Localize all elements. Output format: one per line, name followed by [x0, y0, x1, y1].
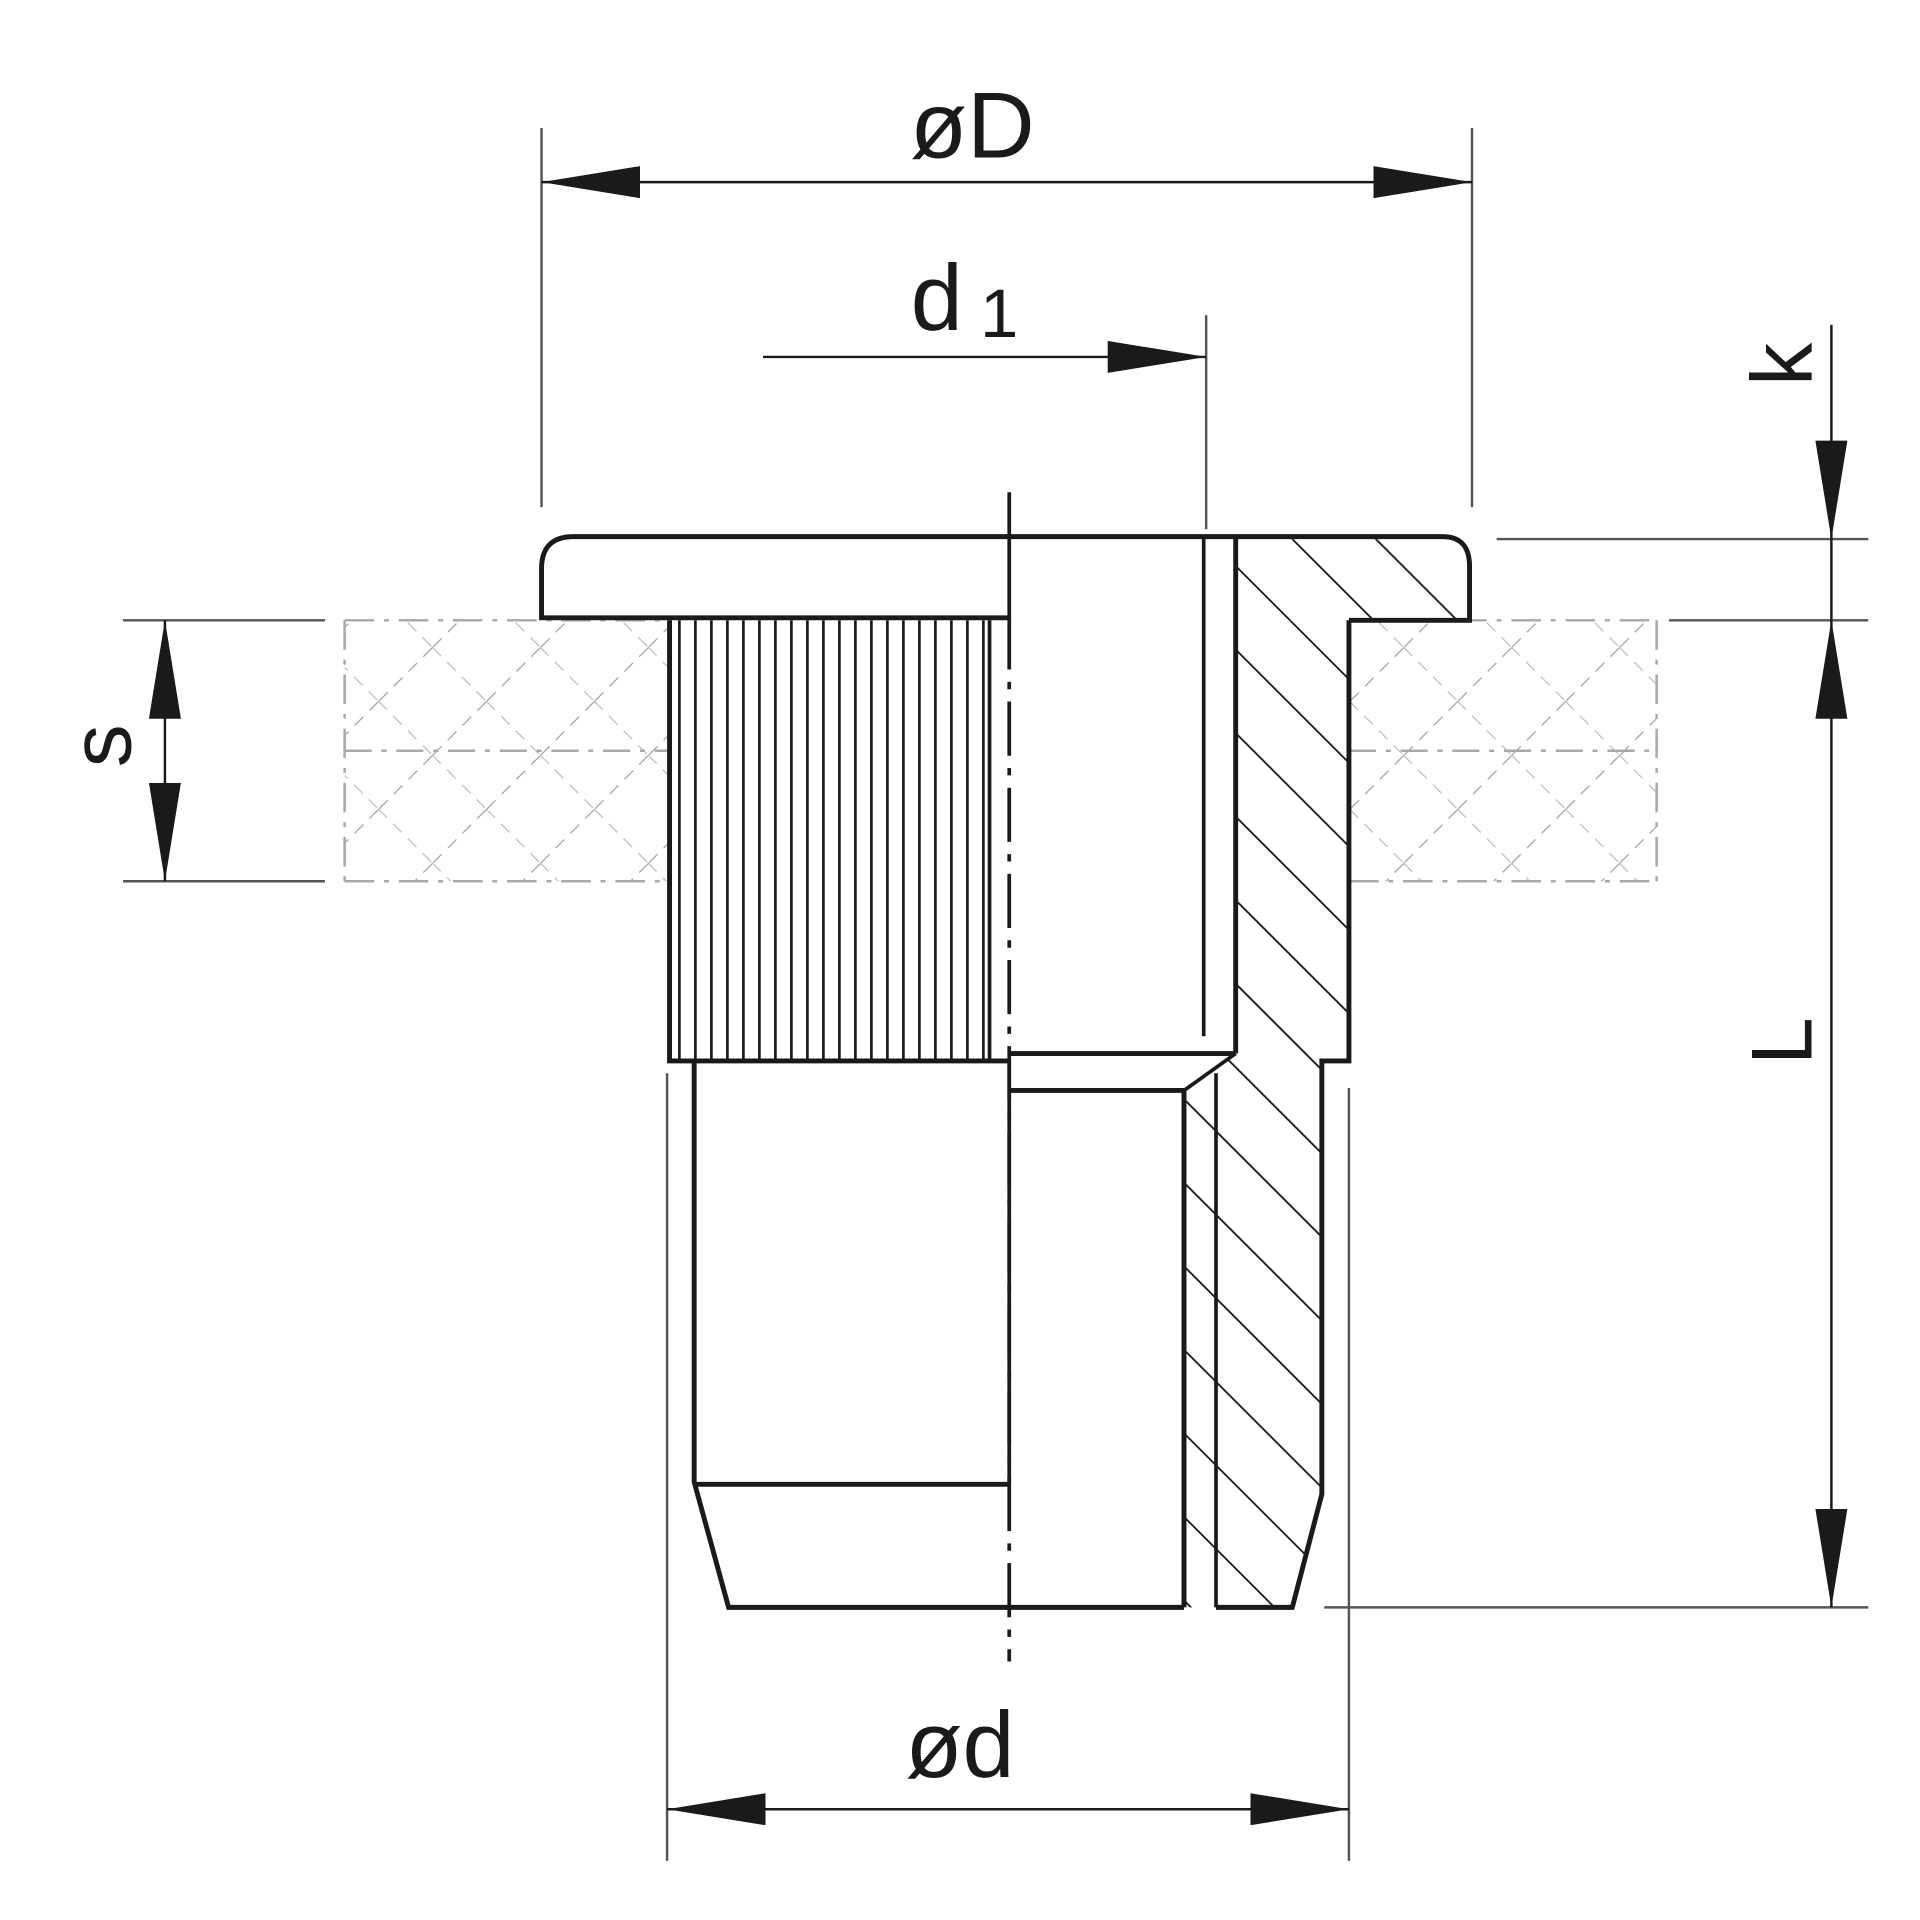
lower-shank-left — [691, 1060, 1184, 1610]
label-length: L — [1735, 1017, 1831, 1065]
label-head-height: k — [1735, 342, 1831, 386]
workpiece-right-2 — [1348, 620, 1657, 882]
section-hatch-body — [1216, 620, 1349, 1608]
label-material-thickness: s — [53, 724, 149, 767]
knurled-shank — [669, 620, 990, 1061]
dimension-lines — [148, 166, 1848, 1826]
section-hatch-head — [1235, 539, 1470, 621]
label-thread-diameter-main: d — [911, 245, 963, 350]
shank-outline-right — [1216, 620, 1352, 1610]
section-hatch-thread — [1184, 1073, 1216, 1608]
rivet-nut — [539, 492, 1472, 1610]
label-shank-diameter: ød — [905, 1692, 1014, 1797]
head-outline-right — [1009, 534, 1472, 623]
thread-chamfer — [1182, 1052, 1237, 1092]
label-outer-diameter: øD — [910, 73, 1035, 178]
head-outline-left — [539, 534, 1010, 621]
workpiece — [343, 619, 1658, 883]
shank-outline-left — [667, 620, 1010, 1064]
extension-lines — [123, 128, 1869, 1861]
label-thread-diameter-sub: 1 — [980, 275, 1018, 352]
